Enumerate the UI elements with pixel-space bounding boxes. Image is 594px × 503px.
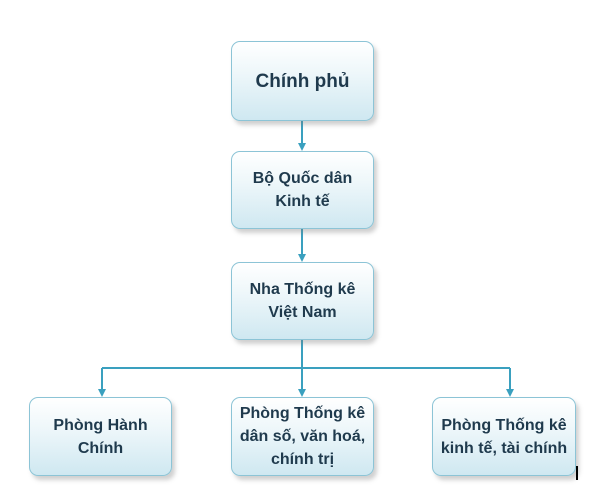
node-ministry-economy: Bộ Quốc dân Kinh tế	[231, 151, 374, 229]
node-economic-label-line2: kinh tế, tài chính	[440, 439, 568, 457]
node-population-label-line3: chính trị	[270, 451, 335, 468]
node-ministry-label-line2: Kinh tế	[275, 193, 330, 210]
node-population-statistics: Phòng Thống kê dân số, văn hoá, chính tr…	[231, 397, 374, 476]
node-admin-label-line2: Chính	[77, 439, 124, 457]
node-economic-label-line1: Phòng Thống kê	[441, 416, 567, 434]
node-government-label: Chính phủ	[255, 70, 350, 92]
node-statistics-office: Nha Thống kê Việt Nam	[231, 262, 374, 340]
node-ministry-label-line1: Bộ Quốc dân	[252, 170, 353, 187]
node-government: Chính phủ	[231, 41, 374, 121]
node-population-label-line1: Phòng Thống kê	[239, 405, 366, 422]
node-admin-label-line1: Phòng Hành	[53, 416, 148, 434]
node-statistics-label-line2: Việt Nam	[268, 304, 337, 321]
node-admin-department: Phòng Hành Chính	[29, 397, 172, 476]
text-cursor	[576, 466, 578, 480]
node-statistics-label-line1: Nha Thống kê	[249, 281, 356, 298]
node-economic-statistics: Phòng Thống kê kinh tế, tài chính	[432, 397, 576, 476]
node-population-label-line2: dân số, văn hoá,	[239, 428, 366, 445]
